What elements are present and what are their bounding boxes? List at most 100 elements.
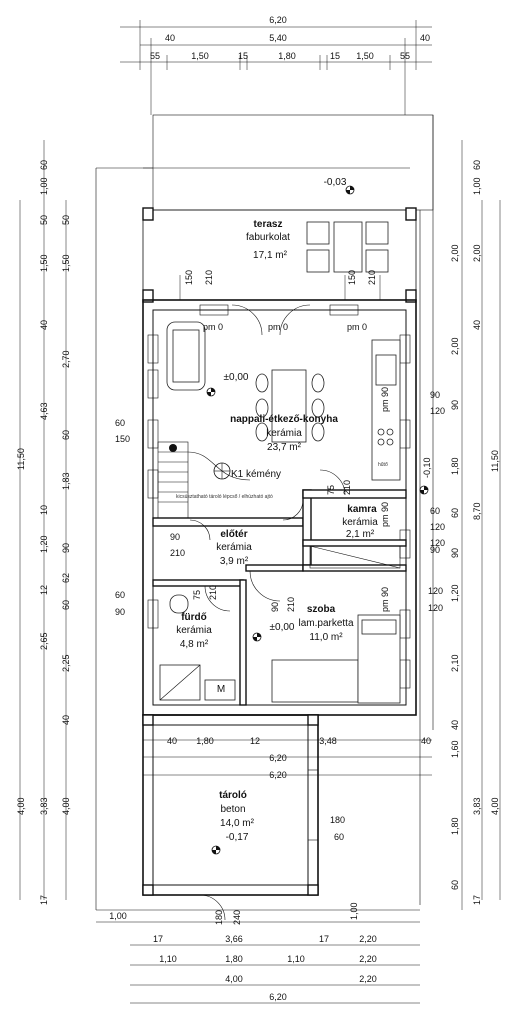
- bedroom-furniture: [271, 545, 401, 704]
- dim-left: 4,00: [16, 797, 26, 815]
- opening-dim: 120: [428, 603, 443, 613]
- dim-right: 2,00: [450, 244, 460, 262]
- terrace-furniture: [306, 221, 389, 273]
- dim-top-overall: 6,20: [269, 15, 287, 25]
- dim-right: 8,70: [472, 502, 482, 520]
- pm-label-0: pm 0: [203, 322, 223, 332]
- terrace-floor: faburkolat: [246, 232, 290, 243]
- dim-bottom: 17: [153, 934, 163, 944]
- dim-left: 2,65: [39, 632, 49, 650]
- storage-floor: beton: [220, 804, 245, 815]
- opening-dims: 150 210 150 210 60 150 90 120 75 210 90 …: [115, 270, 445, 925]
- opening-dim: 210: [367, 270, 377, 285]
- opening-dim: 150: [347, 270, 357, 285]
- dim-top-r3-4: 15: [330, 51, 340, 61]
- opening-dim: 120: [428, 586, 443, 596]
- dim-right: 40: [472, 320, 482, 330]
- dim-top-r2-1: 5,40: [269, 33, 287, 43]
- outline-lines: [95, 114, 434, 911]
- pantry-area-value: 2,1 m²: [346, 529, 375, 540]
- dim-bottom: 3,66: [225, 934, 243, 944]
- opening-dim: 60: [430, 506, 440, 516]
- dim-left: 62: [61, 573, 71, 583]
- dim-right: 40: [450, 720, 460, 730]
- dim-bottom: 2,20: [359, 934, 377, 944]
- dim-bottom: 2,20: [359, 974, 377, 984]
- storage-shed: [142, 714, 319, 921]
- living-floor: kerámia: [266, 428, 302, 439]
- opening-dim: 150: [184, 270, 194, 285]
- dim-right: 17: [472, 895, 482, 905]
- dim-left: 60: [61, 600, 71, 610]
- dim-top-r2-2: 40: [420, 33, 430, 43]
- bedroom-name: szoba: [307, 604, 336, 615]
- bath-name: fürdő: [181, 612, 207, 623]
- dim-right: 2,00: [450, 337, 460, 355]
- dim-top-r3-3: 1,80: [278, 51, 296, 61]
- pantry-name: kamra: [347, 504, 377, 515]
- dim-bottom: 6,20: [269, 992, 287, 1002]
- dim-right: 1,80: [450, 457, 460, 475]
- pm-label-3: pm 90: [380, 387, 390, 412]
- opening-dim: 150: [115, 434, 130, 444]
- dim-bottom: 1,80: [225, 954, 243, 964]
- living-name: nappali-étkező-konyha: [230, 414, 338, 425]
- dim-bottom: 2,20: [359, 954, 377, 964]
- opening-dim: 90: [430, 390, 440, 400]
- terrace-level: -0,03: [324, 177, 347, 188]
- opening-dim: 90: [115, 607, 125, 617]
- dim-mid: 40: [421, 736, 431, 746]
- dim-left: 50: [61, 215, 71, 225]
- dim-left: 4,63: [39, 402, 49, 420]
- dim-top-r3-2: 15: [238, 51, 248, 61]
- stair-note: kicsúsztatható tároló lépcső / elhúzható…: [176, 494, 273, 500]
- living-level: ±0,00: [224, 372, 249, 383]
- opening-dim: 180: [330, 815, 345, 825]
- bedroom-level: ±0,00: [270, 622, 295, 633]
- bottom-dimensions: 1,00 1,00 17 3,66 17 2,20 1,10 1,80 1,10…: [96, 902, 420, 1004]
- dim-right: 90: [450, 548, 460, 558]
- dim-right: 60: [450, 508, 460, 518]
- dim-right: 2,00: [472, 244, 482, 262]
- opening-dim: 240: [232, 910, 242, 925]
- dim-left: 11,50: [16, 448, 26, 470]
- storage-name: tároló: [219, 790, 247, 801]
- opening-dim: 210: [342, 480, 352, 495]
- hood-label: hűtő: [378, 462, 388, 468]
- opening-dim: 90: [430, 545, 440, 555]
- dim-left: 3,83: [39, 797, 49, 815]
- dim-left: 40: [39, 320, 49, 330]
- top-dimensions: 6,20 40 5,40 40 55 1,50 15 1,80 15 1,50 …: [120, 15, 432, 115]
- dim-top-r3-5: 1,50: [356, 51, 374, 61]
- dim-bottom: 1,00: [109, 911, 127, 921]
- bath-area-value: 4,8 m²: [180, 639, 209, 650]
- dim-top-r3-1: 1,50: [191, 51, 209, 61]
- dim-left: 90: [61, 543, 71, 553]
- dim-right: 1,80: [450, 817, 460, 835]
- dim-mid: 40: [167, 736, 177, 746]
- dim-left: 4,00: [61, 797, 71, 815]
- dim-right: 60: [450, 880, 460, 890]
- dim-left: 1,83: [61, 472, 71, 490]
- dim-mid: 6,20: [269, 770, 287, 780]
- terrace-area: [142, 207, 417, 303]
- terrace-area-value: 17,1 m²: [253, 250, 288, 261]
- dim-top-r3-6: 55: [400, 51, 410, 61]
- mid-dimensions: 40 1,80 12 3,48 40 6,20 6,20: [143, 736, 432, 780]
- dim-right: 11,50: [490, 450, 500, 472]
- living-furniture: [157, 321, 401, 519]
- opening-dim: 60: [334, 832, 344, 842]
- bedroom-floor: lam.parketta: [298, 618, 353, 629]
- dim-left: 2,25: [61, 654, 71, 672]
- opening-dim: 210: [286, 597, 296, 612]
- dim-left: 2,70: [61, 350, 71, 368]
- left-dimensions: 60 1,00 50 50 1,50 1,50 40 2,70 4,63 60 …: [16, 140, 71, 905]
- hall-name: előtér: [220, 529, 247, 540]
- dim-right: 60: [472, 160, 482, 170]
- dim-mid: 6,20: [269, 753, 287, 763]
- dim-mid: 3,48: [319, 736, 337, 746]
- living-area-value: 23,7 m²: [267, 442, 302, 453]
- dim-mid: 12: [250, 736, 260, 746]
- dim-bottom: 1,10: [287, 954, 305, 964]
- opening-dim: 210: [208, 585, 218, 600]
